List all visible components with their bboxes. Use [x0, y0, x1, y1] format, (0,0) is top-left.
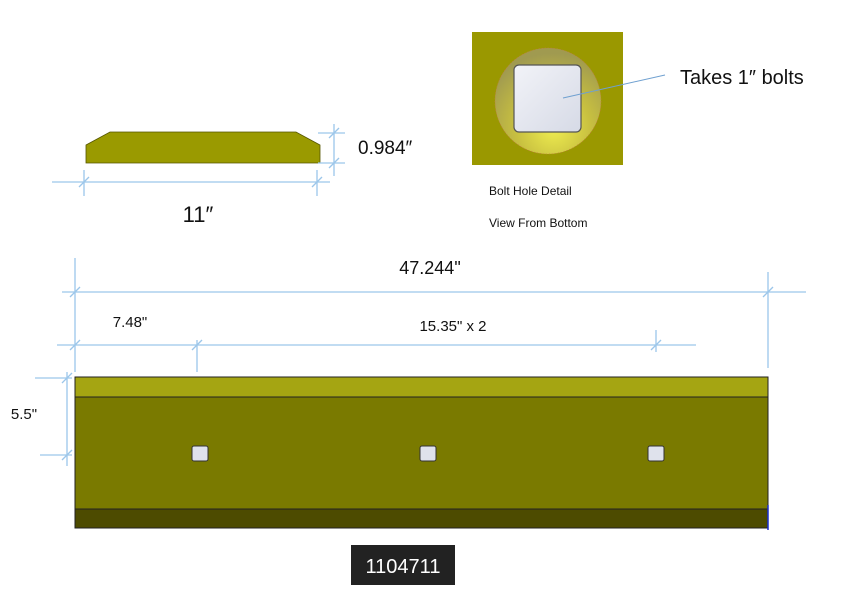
detail-caption-title: Bolt Hole Detail	[489, 184, 572, 198]
profile-shape	[85, 131, 321, 164]
callout-leader	[562, 74, 666, 99]
profile-view: 11″ 0.984″	[52, 124, 413, 227]
first-hole-label: 7.48"	[113, 314, 148, 331]
square-hole	[513, 64, 582, 133]
front-view-dimensions: 47.244" 7.48" 15.35" x 2 5.5"	[11, 258, 806, 466]
bolt-callout: Takes 1″ bolts	[680, 67, 804, 89]
width-label: 11″	[183, 202, 214, 227]
hole-spacing-label: 15.35" x 2	[419, 318, 486, 335]
bolt-hole-detail: Takes 1″ bolts Bolt Hole Detail View Fro…	[472, 32, 804, 230]
height-label: 5.5"	[11, 406, 37, 423]
detail-caption-view: View From Bottom	[489, 216, 587, 230]
front-view-plate	[74, 376, 769, 530]
bolt-hole-3	[647, 445, 665, 462]
bolt-hole-1	[191, 445, 209, 462]
overall-length-label: 47.244"	[399, 258, 460, 278]
bolt-hole-2	[419, 445, 437, 462]
thickness-label: 0.984″	[358, 138, 413, 159]
plate-bottom-bevel	[74, 508, 769, 529]
part-number: 1104711	[366, 556, 441, 578]
plate-top-bevel	[74, 376, 769, 398]
part-number-badge: 1104711	[351, 545, 455, 585]
